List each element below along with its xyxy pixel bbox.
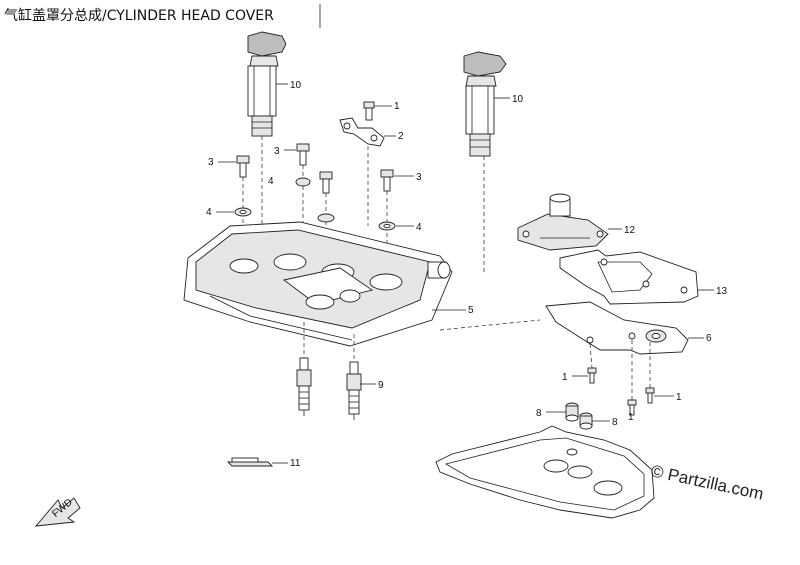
callout-bolt-1-c: 1	[628, 412, 634, 423]
callout-bolt-1-a: 1	[562, 372, 568, 383]
callout-bolt-3-left: 3	[208, 157, 214, 168]
spark-plug-left	[296, 357, 312, 416]
callout-washer-4-left: 4	[206, 207, 212, 218]
small-bolt-a	[587, 367, 597, 384]
callout-bolt-3-right: 3	[416, 172, 422, 183]
callout-coil-left: 10	[290, 80, 302, 91]
callout-gasket-6: 6	[706, 333, 712, 344]
ignition-coil-right	[463, 51, 507, 157]
washer-center	[317, 213, 335, 223]
spark-plug-right	[346, 361, 362, 420]
bolt-mid	[296, 143, 310, 166]
callout-spark-plug-9: 9	[378, 380, 384, 391]
callout-bolt-1-b: 1	[676, 392, 682, 403]
module-gasket	[559, 249, 699, 305]
watermark: © Partzilla.com	[649, 461, 765, 503]
bracket	[339, 117, 385, 147]
bolt-center	[319, 171, 333, 194]
callout-gasket-13: 13	[716, 286, 728, 297]
head-cover-gasket	[435, 425, 655, 519]
small-bolt-b	[645, 387, 655, 404]
coil-control-module	[517, 193, 609, 251]
callout-washer-4-right: 4	[416, 222, 422, 233]
washer-upper	[295, 177, 311, 187]
callout-tool-11: 11	[290, 458, 301, 469]
callout-module-12: 12	[624, 225, 636, 236]
bolt-left	[236, 155, 250, 178]
cover-gasket-plate	[545, 301, 689, 355]
ignition-coil-left	[247, 31, 287, 137]
callout-coil-right: 10	[512, 94, 524, 105]
forward-arrow-icon: FWD	[34, 497, 81, 527]
callout-bolt-1-top: 1	[394, 101, 400, 112]
callout-dowel-8-a: 8	[536, 408, 542, 419]
callout-washer-4-upper-left: 4	[268, 176, 274, 187]
bolt-right	[380, 169, 394, 192]
diagram-title: 气缸盖罩分总成/CYLINDER HEAD COVER	[4, 7, 274, 24]
small-bolt-c	[627, 399, 637, 416]
callout-bolt-3-mid: 3	[274, 146, 280, 157]
dowel-a	[565, 402, 579, 422]
cylinder-head-cover	[183, 221, 453, 347]
spark-plug-tool	[226, 457, 274, 467]
bolt-top	[363, 101, 375, 121]
callout-bracket-2: 2	[398, 131, 404, 142]
dowel-b	[579, 412, 593, 430]
callout-dowel-8-b: 8	[612, 417, 618, 428]
callout-cover-5: 5	[468, 305, 474, 316]
